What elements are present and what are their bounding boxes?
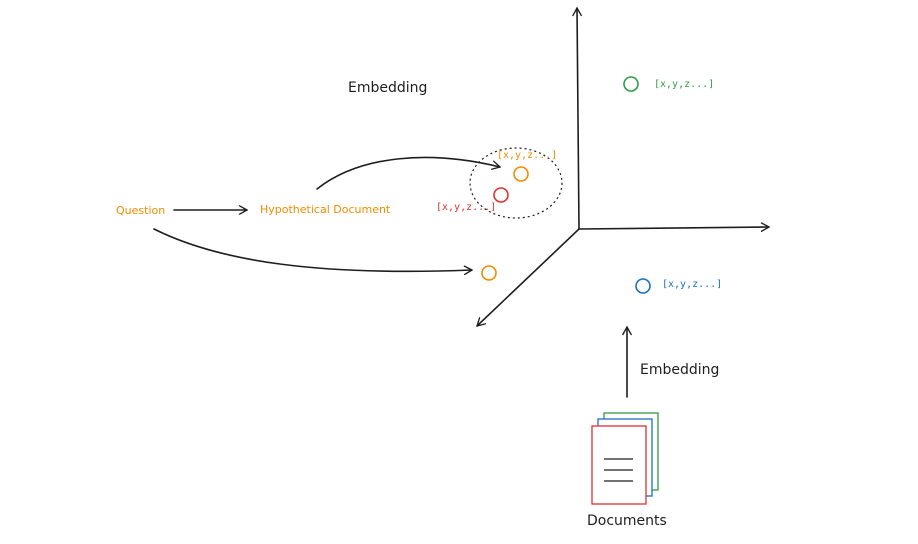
red-vector-point	[493, 187, 509, 203]
document-stack-icon	[591, 412, 659, 505]
y-axis	[572, 7, 582, 230]
hypothetical-doc-point	[513, 166, 529, 182]
blue-vector-point	[635, 278, 651, 294]
similarity-cluster	[469, 147, 563, 219]
red-vector-label: [x,y,z...]	[436, 202, 496, 213]
documents-label: Documents	[587, 513, 667, 529]
vector-space-axes	[476, 7, 770, 327]
hypothetical-document-label: Hypothetical Document	[260, 203, 391, 216]
question-point	[481, 265, 497, 281]
question-label: Question	[116, 204, 165, 217]
x-axis	[578, 222, 770, 232]
orange-vector-label: [x,y,z...]	[497, 150, 557, 161]
embedding-label-bottom: Embedding	[640, 362, 719, 378]
question-to-embedding-arrow	[153, 228, 473, 276]
hypothetical-to-embedding-arrow	[316, 156, 501, 190]
embedding-label-top: Embedding	[348, 80, 427, 96]
green-vector-label: [x,y,z...]	[654, 79, 714, 90]
blue-vector-label: [x,y,z...]	[662, 279, 722, 290]
green-vector-point	[623, 76, 639, 92]
z-axis	[476, 228, 580, 327]
